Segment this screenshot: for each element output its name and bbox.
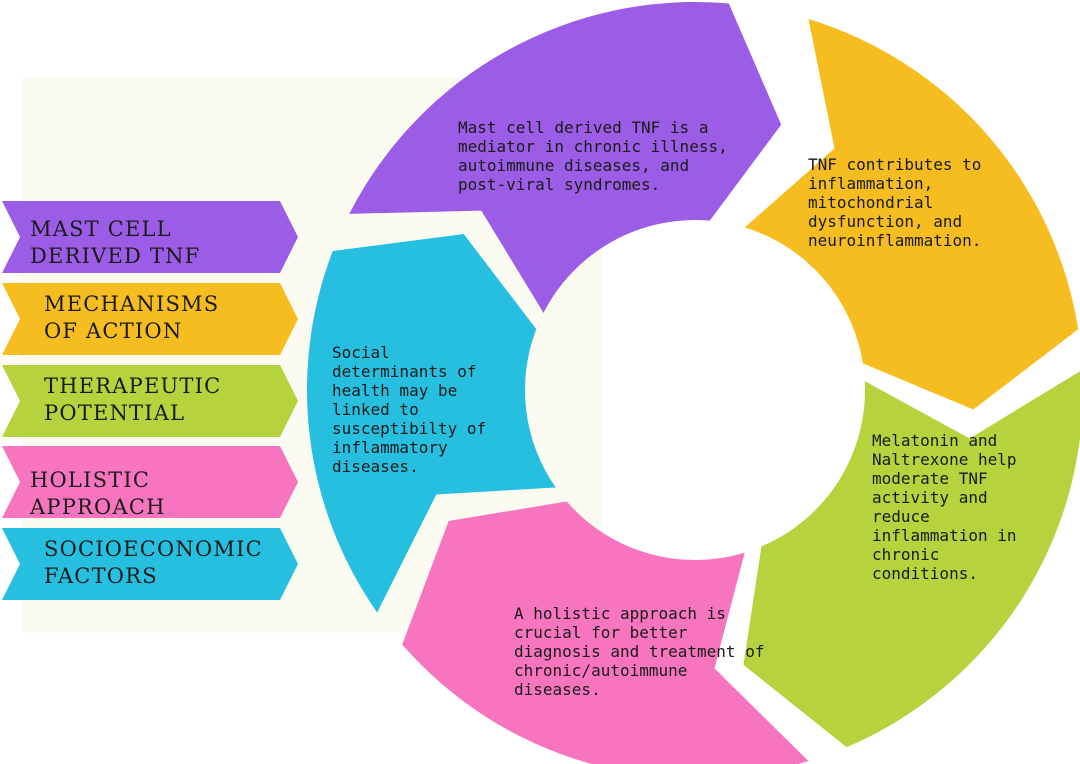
legend-item-mast-cell: MAST CELL DERIVED TNF: [30, 217, 201, 268]
legend-item-holistic: HOLISTIC APPROACH: [30, 468, 166, 519]
cycle-text-mechanisms: TNF contributes to inflammation, mitocho…: [808, 155, 982, 250]
ribbon-mast-cell-shape: [2, 201, 298, 273]
cycle-segment-holistic: [402, 501, 809, 764]
cycle-segment-mast-cell: [349, 1, 782, 313]
cycle-text-holistic: A holistic approach is crucial for bette…: [514, 604, 765, 699]
cycle-segment-therapeutic: [743, 371, 1080, 748]
cycle-segment-mechanisms: [744, 18, 1079, 410]
cycle-text-mast-cell: Mast cell derived TNF is a mediator in c…: [458, 118, 728, 194]
legend-item-therapeutic: THERAPEUTIC POTENTIAL: [44, 374, 222, 425]
ribbon-holistic-shape: [2, 446, 298, 518]
cycle-segment-socioeconomic: [307, 233, 556, 613]
ribbon-therapeutic-shape: [2, 365, 298, 437]
ribbon-mechanisms-shape: [2, 283, 298, 355]
legend-ribbons: [2, 201, 298, 600]
legend-item-mechanisms: MECHANISMS OF ACTION: [44, 292, 220, 343]
legend-item-socioeconomic: SOCIOECONOMIC FACTORS: [44, 537, 263, 588]
cycle-text-therapeutic: Melatonin and Naltrexone help moderate T…: [872, 431, 1017, 583]
ribbon-socioeconomic-shape: [2, 528, 298, 600]
cycle-text-socioeconomic: Social determinants of health may be lin…: [332, 343, 487, 476]
